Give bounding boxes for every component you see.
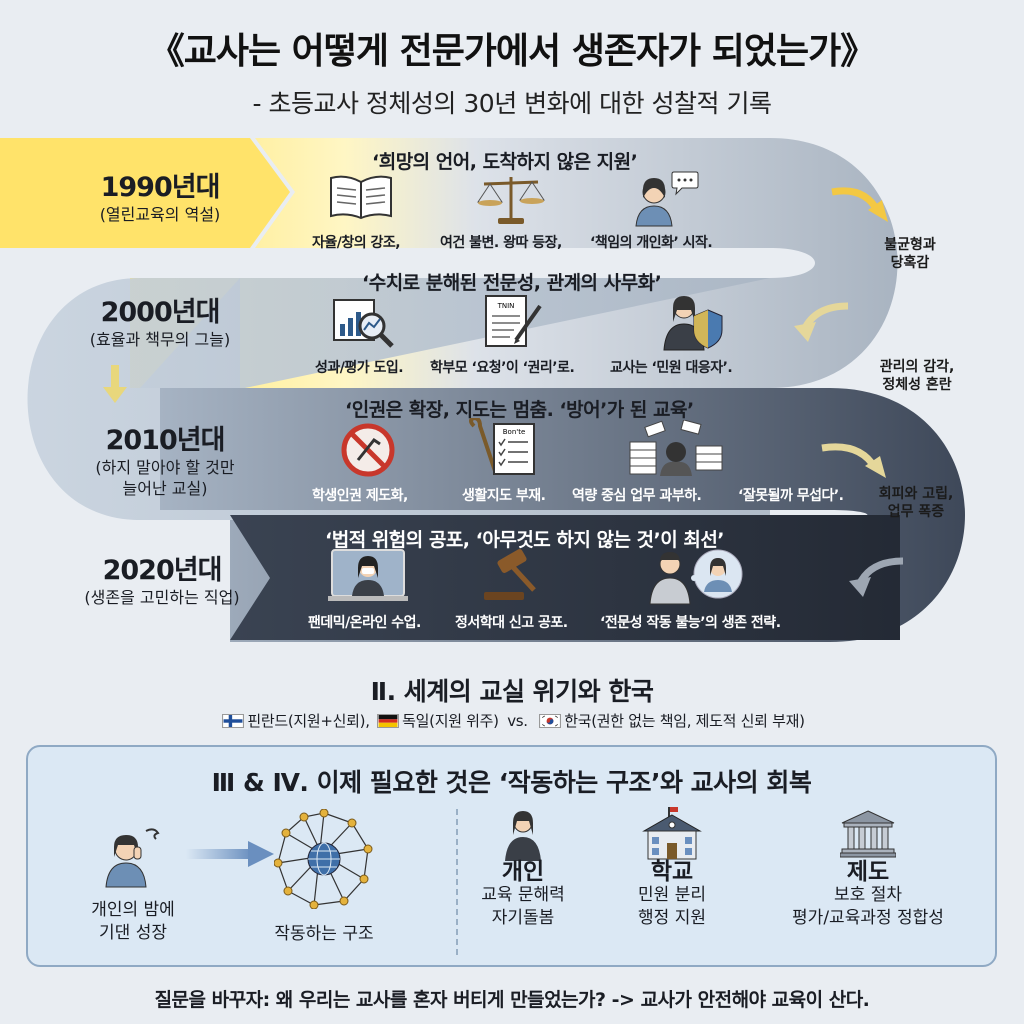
closing-question: 질문을 바꾸자: 왜 우리는 교사를 혼자 버티게 만들었는가? -> 교사가 … [154,989,870,1011]
caption: 교사는 ‘민원 대응자’. [610,360,733,376]
curved-arrow-icon [794,302,849,342]
vs-separator: vs. [507,712,528,730]
item-individual: 개인 교육 문해력 자기돌봄 [453,861,593,930]
teacher-speech-icon [635,171,699,227]
era-year: 2020년대 [102,555,223,586]
item-head: 개인 [501,859,545,885]
caption: 학부모 ‘요청’이 ‘권리’로. [430,360,575,376]
era-desc: (하지 말아야 할 것만 [95,458,235,477]
side-note-line: 불균형과 [884,237,936,253]
item-head: 학교 [650,859,694,885]
item-line: 보호 절차 [834,885,902,905]
germany-flag-icon [377,714,400,728]
item-school: 학교 민원 분리 행정 지원 [602,861,742,930]
item-head: 제도 [846,859,890,885]
scroll-pen-icon: TNIN [485,295,542,347]
teacher-shield-icon [663,296,723,351]
korea-flag-icon [539,714,562,728]
item-line: 평가/교육과정 정합성 [792,908,944,928]
prohibited-icon [341,423,395,477]
document-label: TNIN [497,302,515,310]
item-line: 교육 문해력 [481,885,565,905]
era-year: 2000년대 [100,297,221,328]
era-2010s: 2010년대 (하지 말아야 할 것만 늘어난 교실) [70,418,260,499]
band-heading-1990s: ‘희망의 언어, 도착하지 않은 지원’ [372,151,638,173]
section3-title: Ⅲ & Ⅳ. 이제 필요한 것은 ‘작동하는 구조’와 교사의 회복 [211,768,812,797]
page-subtitle: - 초등교사 정체성의 30년 변화에 대한 성찰적 기록 [252,89,772,118]
era-1990s: 1990년대 (열린교육의 역설) [70,165,250,225]
side-note-line: 정체성 혼란 [882,377,952,393]
item-label-working-structure: 작동하는 구조 [244,923,404,946]
caption: 자율/창의 강조, [312,235,401,251]
network-globe-icon [274,809,373,909]
era-desc: (효율과 책무의 그늘) [89,330,231,349]
caption: 팬데믹/온라인 수업. [308,615,421,631]
label-line: 작동하는 구조 [274,924,374,944]
stressed-teacher-icon [105,828,160,888]
label-line: 개인의 밤에 [91,900,175,920]
side-note-2000s: 관리의 감각, 정체성 혼란 [862,358,972,394]
era-year: 1990년대 [100,172,221,203]
scales-icon [477,177,545,224]
era-year: 2010년대 [105,425,226,456]
side-note-line: 관리의 감각, [879,359,955,375]
thinking-teacher-icon [649,549,743,605]
item-line: 민원 분리 [638,885,706,905]
curved-arrow-icon [849,557,904,597]
label-line: 기댄 성장 [99,923,167,943]
era-2020s: 2020년대 (생존을 고민하는 직업) [62,548,262,608]
paperwork-stress-icon [629,420,723,476]
down-arrow-icon [103,365,127,403]
caption: ‘책임의 개인화’ 시작. [590,235,713,251]
side-note-line: 회피와 고립, [878,486,954,502]
page-title: 《교사는 어떻게 전문가에서 생존자가 되었는가》 [148,31,876,72]
document-label: Bon'te [503,428,526,436]
era-desc: (생존을 고민하는 직업) [84,588,240,607]
chart-magnifier-icon [333,299,394,348]
side-note-2010s: 회피와 고립, 업무 폭증 [866,485,966,521]
right-arrow-icon [186,841,274,867]
caption: 정서학대 신고 공포. [455,615,568,631]
gavel-icon [484,549,536,600]
country-text: 핀란드(지원+신뢰), [247,712,370,730]
side-note-1990s: 불균형과 당혹감 [860,236,960,272]
band-heading-2000s: ‘수치로 분해된 전문성, 관계의 사무화’ [362,272,662,294]
institution-icon [840,810,896,858]
caption: 생활지도 부재. [462,488,546,504]
country-text: 독일(지원 위주) [402,712,499,730]
person-icon [505,811,541,861]
side-note-line: 업무 폭증 [887,504,945,520]
caption: ‘잘못될까 무섭다’. [738,488,844,504]
side-note-line: 당혹감 [890,255,930,271]
caption: ‘전문성 작동 불능’의 생존 전략. [600,615,781,631]
era-desc: (열린교육의 역설) [99,205,221,224]
item-line: 자기돌봄 [491,908,555,928]
solution-panel: Ⅲ & Ⅳ. 이제 필요한 것은 ‘작동하는 구조’와 교사의 회복 개인의 밤… [26,745,997,967]
checklist-cane-icon: Bon'te [469,418,535,475]
item-line: 행정 지원 [638,908,706,928]
band-heading-2020s: ‘법적 위험의 공포, ‘아무것도 하지 않는 것’이 최선’ [325,529,725,551]
caption: 성과/평가 도입. [315,360,404,376]
school-building-icon [642,807,702,860]
caption: 학생인권 제도화, [312,488,408,504]
item-label-individual-night: 개인의 밤에 기댄 성장 [58,899,208,945]
curved-arrow-icon [821,443,886,478]
band-heading-2010s: ‘인권은 확장, 지도는 멈춤. ‘방어’가 된 교육’ [345,399,694,421]
country-text: 한국(권한 없는 책임, 제도적 신뢰 부재) [564,712,805,730]
finland-flag-icon [222,714,245,728]
era-desc: 늘어난 교실) [122,479,208,498]
era-2000s: 2000년대 (효율과 책무의 그늘) [70,290,250,350]
open-book-icon [330,175,392,220]
caption: 역량 중심 업무 과부하. [572,488,702,504]
item-institution: 제도 보호 절차 평가/교육과정 정합성 [768,861,968,930]
curved-arrow-icon [831,187,888,222]
section2-title: Ⅱ. 세계의 교실 위기와 한국 [370,677,654,706]
country-comparison: 핀란드(지원+신뢰), 독일(지원 위주) vs. 한국(권한 없는 책임, 제… [0,710,1024,731]
panel-divider [456,809,458,955]
online-class-icon [328,549,408,601]
caption: 여건 불변. 왕따 등장, [440,235,562,251]
